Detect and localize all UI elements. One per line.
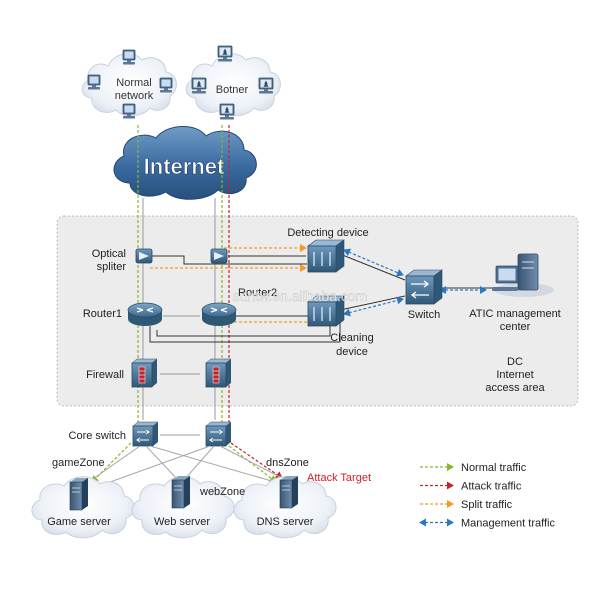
legend-label: Management traffic	[461, 518, 555, 530]
firewall-1-icon	[131, 358, 158, 388]
dns-zone-label: dnsZone	[266, 457, 309, 469]
game-server-icon	[69, 478, 88, 511]
bot-pc-icon	[219, 103, 235, 120]
detecting-device-icon	[307, 239, 345, 273]
router2-icon	[201, 302, 237, 326]
firewall-label: Firewall	[86, 369, 124, 381]
normal-network-label-1: Normal	[116, 77, 151, 89]
core-switch-label: Core switch	[69, 430, 126, 442]
normal-pc-icon	[122, 49, 136, 65]
bot-pc-icon	[258, 77, 274, 94]
attack-target-label: Attack Target	[307, 472, 371, 484]
web-server-label: Web server	[154, 516, 210, 528]
web-zone-label: webZone	[199, 486, 245, 498]
management-traffic-path	[343, 248, 487, 317]
dc-label: DC	[507, 356, 523, 368]
bot-pc-icon	[191, 77, 207, 94]
firewall-2-icon	[205, 358, 232, 388]
switch-icon	[405, 269, 443, 305]
normal-network-cloud	[81, 53, 177, 117]
atic-label-2: center	[500, 321, 531, 333]
normal-pc-icon	[87, 74, 101, 90]
router2-label: Router2	[238, 287, 277, 299]
normal-network-label-2: network	[115, 90, 154, 102]
game-zone-label: gameZone	[52, 457, 105, 469]
cleaning-device-icon	[307, 295, 345, 327]
router1-icon	[127, 302, 163, 326]
dns-server-icon	[279, 476, 298, 509]
legend-label: Attack traffic	[461, 481, 522, 493]
botnet-label: Botner	[216, 84, 249, 96]
attack-traffic-path	[228, 125, 283, 479]
core-switch-1-icon	[132, 421, 159, 447]
internet-cloud: Internet	[113, 125, 257, 200]
optical-splitter-2-icon	[210, 248, 228, 264]
legend-label: Normal traffic	[461, 462, 527, 474]
split-traffic-path	[150, 244, 308, 323]
dns-server-label: DNS server	[257, 516, 314, 528]
core-switch-2-icon	[205, 421, 232, 447]
dc-access-area-label: access area	[485, 382, 545, 394]
normal-pc-icon	[159, 77, 173, 93]
optical-splitter-1-icon	[135, 248, 153, 264]
atic-label-1: ATIC management	[469, 308, 561, 320]
cleaning-device-label-2: device	[336, 346, 368, 358]
detecting-device-label: Detecting device	[287, 227, 368, 239]
cleaning-device-label-1: Cleaning	[330, 332, 373, 344]
dc-internet-label: Internet	[496, 369, 533, 381]
router1-label: Router1	[83, 308, 122, 320]
internet-label: Internet	[144, 154, 225, 179]
optical-splitter-label-1: Optical	[92, 248, 126, 260]
web-server-icon	[171, 476, 190, 509]
legend-label: Split traffic	[461, 499, 513, 511]
normal-pc-icon	[122, 103, 136, 119]
game-server-label: Game server	[47, 516, 111, 528]
atic-management-center-icon	[492, 253, 554, 297]
optical-splitter-label-2: spliter	[97, 261, 127, 273]
switch-label: Switch	[408, 309, 440, 321]
watermark: sdntw.en.alibaba.com	[233, 288, 368, 304]
bot-pc-icon	[217, 45, 233, 62]
